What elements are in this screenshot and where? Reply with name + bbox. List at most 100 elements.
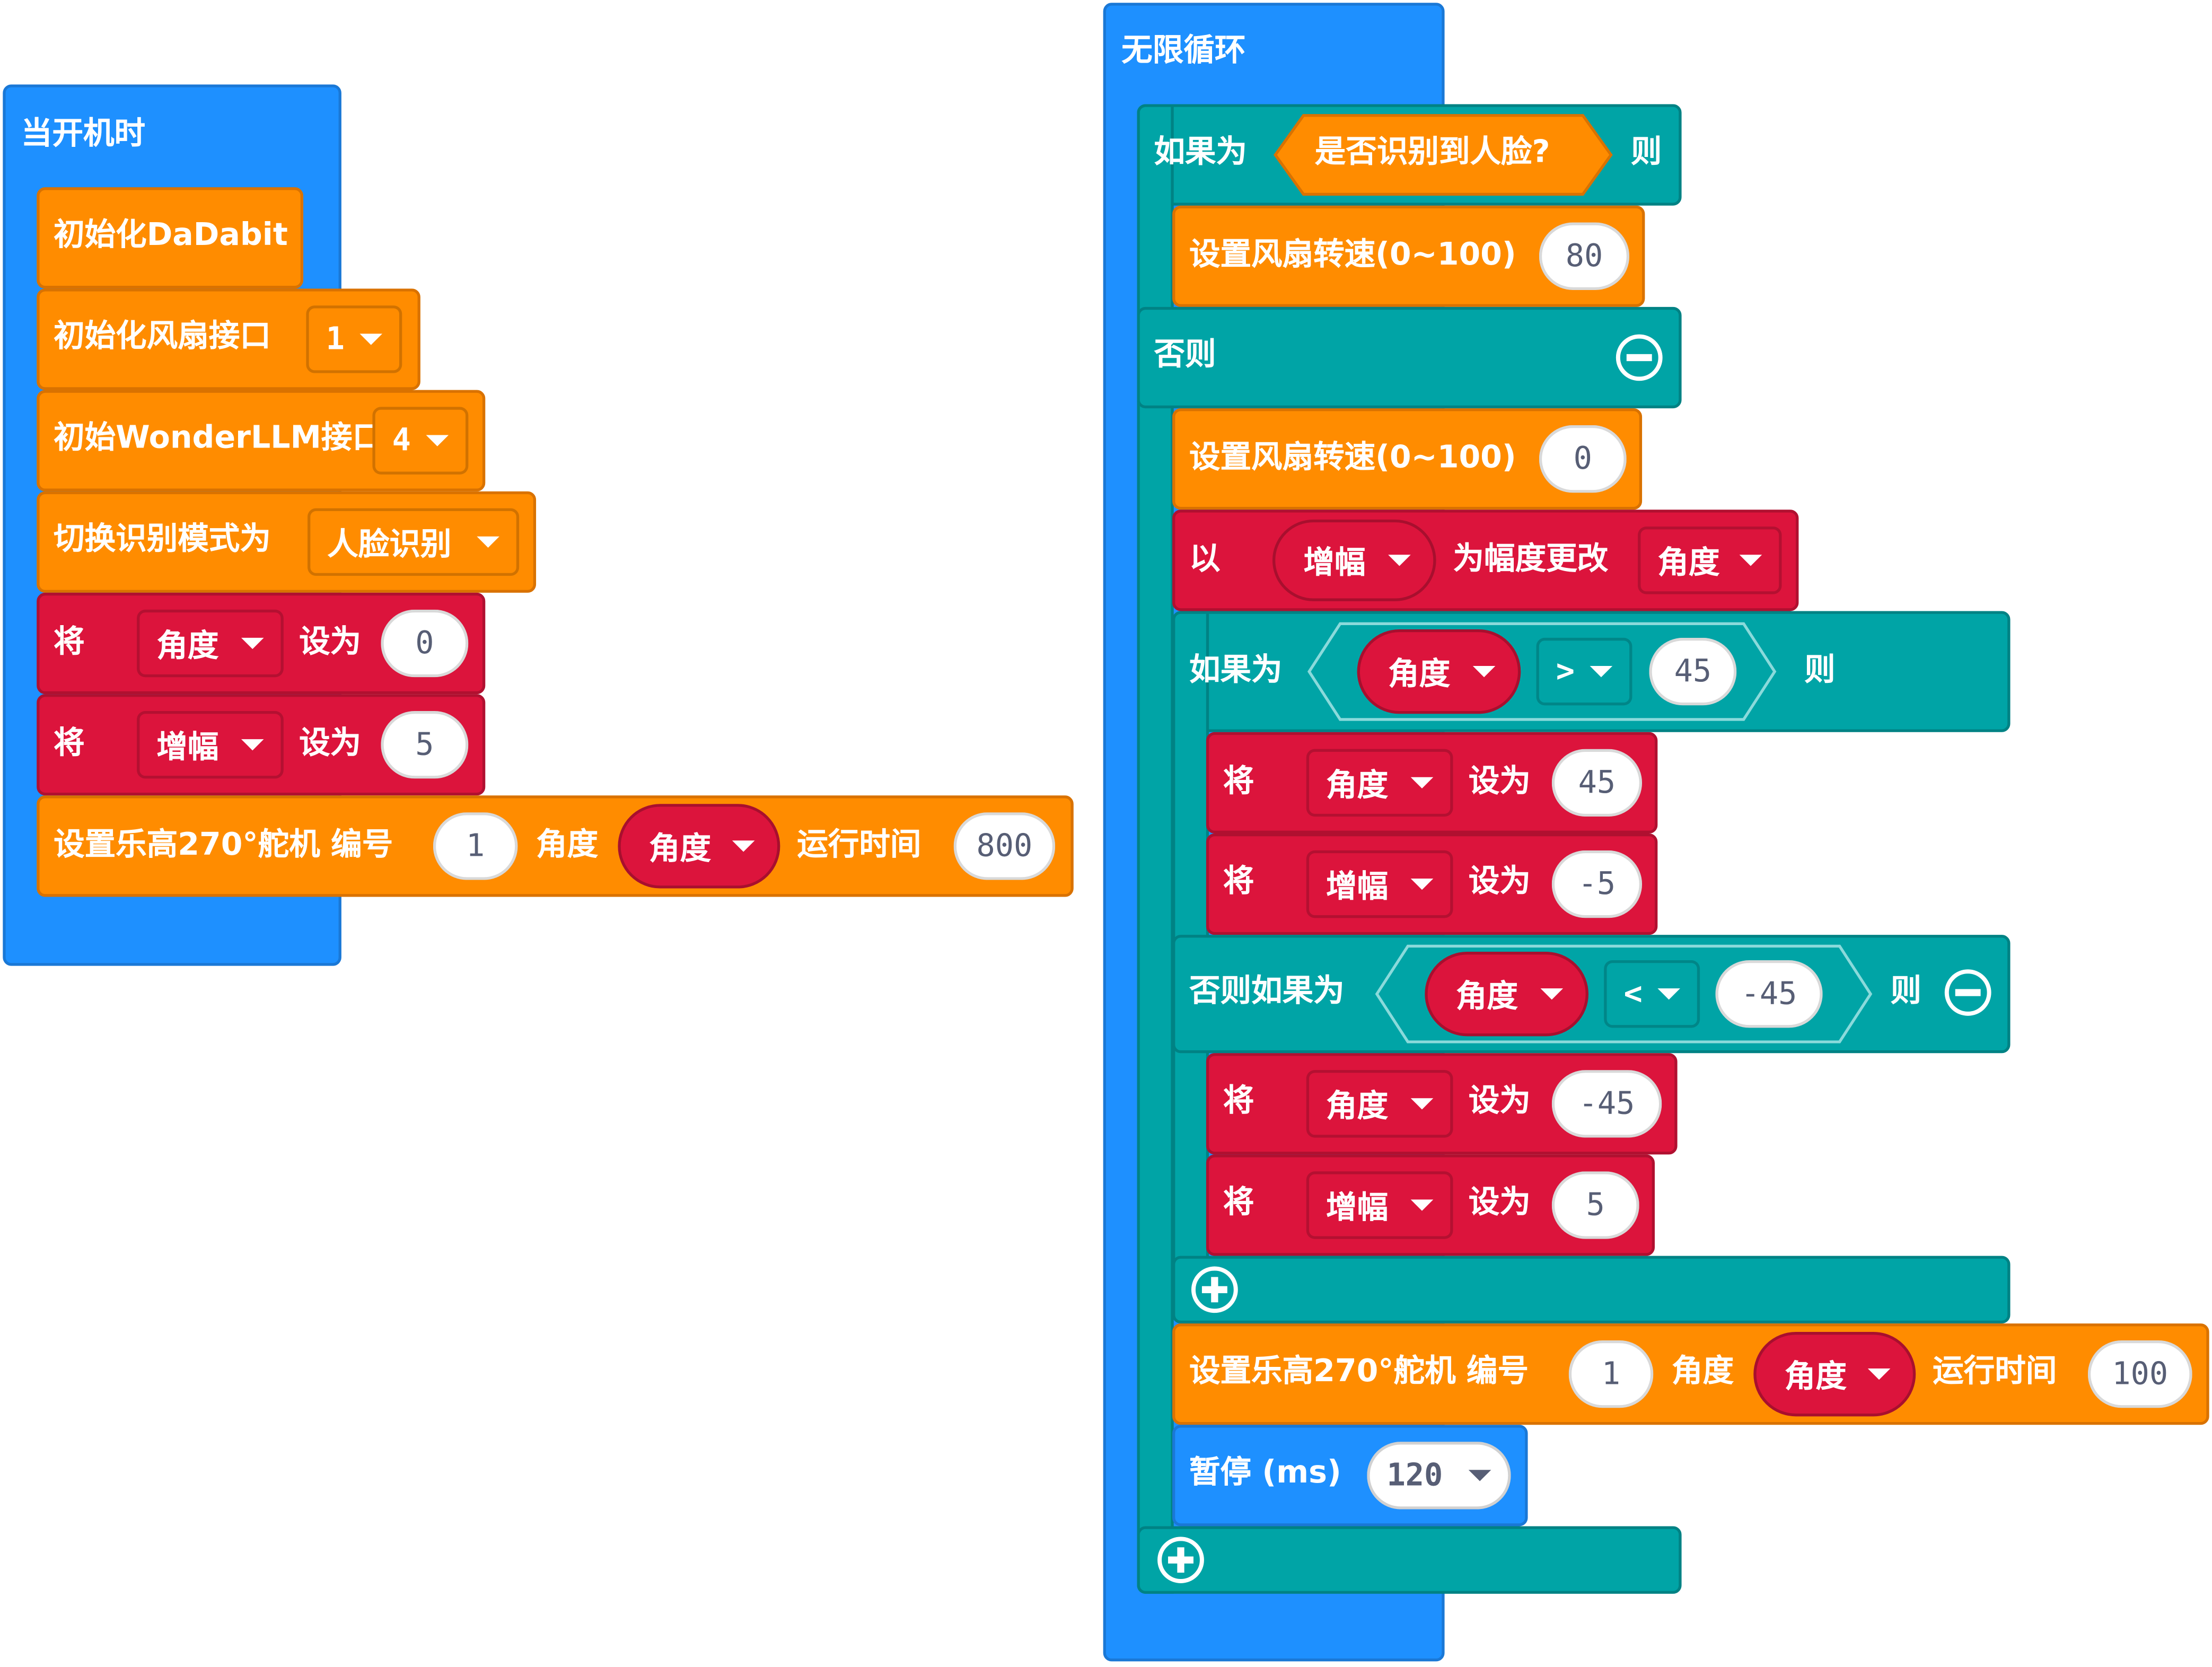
change-mid: 为幅度更改 [1453, 542, 1609, 577]
dropdown-caret-icon [1590, 666, 1613, 678]
servo-loop-id-input[interactable]: 1 [1568, 1340, 1654, 1408]
else-row [1137, 306, 1682, 409]
dropdown-caret-icon [1540, 988, 1564, 1000]
set-step-var-dropdown[interactable]: 增幅 [137, 710, 284, 779]
dropdown-caret-icon [359, 334, 383, 345]
dropdown-caret-icon [241, 739, 264, 751]
elseif-var: 角度 [1455, 980, 1518, 1015]
elseif-var-reporter[interactable]: 角度 [1425, 952, 1588, 1037]
set4-mid: 设为 [1468, 864, 1531, 900]
set-angle-value-input[interactable]: 0 [381, 609, 469, 678]
set3-value-input[interactable]: 45 [1551, 749, 1643, 817]
servo-loop-label: 设置乐高270°舵机 编号 [1189, 1354, 1529, 1390]
fan-speed-input-b[interactable]: 0 [1539, 425, 1627, 493]
elseif-label: 否则如果为 [1189, 974, 1345, 1010]
else-label: 否则 [1154, 338, 1216, 373]
servo-loop-angle-label: 角度 [1671, 1354, 1734, 1390]
pause-label: 暂停 (ms) [1189, 1455, 1341, 1491]
recognition-mode-value: 人脸识别 [327, 528, 452, 564]
servo-loop-angle-reporter[interactable]: 角度 [1753, 1332, 1916, 1417]
on-start-label: 当开机时 [21, 117, 146, 152]
set5-var-dropdown[interactable]: 角度 [1306, 1070, 1453, 1138]
servo-time-input[interactable]: 800 [953, 812, 1056, 880]
fan-speed-block-b[interactable] [1172, 408, 1643, 510]
set-angle-var: 角度 [156, 629, 219, 665]
servo-loop-time-label: 运行时间 [1933, 1354, 2057, 1390]
change-by-var-reporter[interactable]: 增幅 [1272, 519, 1436, 601]
servo-angle-var-reporter[interactable]: 角度 [618, 804, 780, 889]
inner-if-var: 角度 [1388, 657, 1451, 693]
elseif-op-dropdown[interactable]: < [1604, 960, 1700, 1028]
dropdown-caret-icon [426, 435, 449, 446]
inner-if-op-dropdown[interactable]: > [1536, 637, 1632, 706]
minus-circle-icon[interactable] [1943, 967, 1994, 1018]
dropdown-caret-icon [1472, 666, 1496, 678]
servo-block-loop[interactable] [1172, 1323, 2209, 1425]
forever-label: 无限循环 [1121, 33, 1246, 69]
set3-var-dropdown[interactable]: 角度 [1306, 749, 1453, 817]
fan-speed-label-a: 设置风扇转速(0~100) [1189, 238, 1516, 274]
set3-var: 角度 [1326, 768, 1389, 804]
set3-prefix: 将 [1223, 764, 1254, 800]
dropdown-caret-icon [732, 840, 755, 852]
servo-id-input[interactable]: 1 [433, 812, 518, 880]
set4-var: 增幅 [1326, 870, 1389, 906]
set5-value-input[interactable]: -45 [1551, 1070, 1662, 1138]
set4-var-dropdown[interactable]: 增幅 [1306, 850, 1453, 918]
set-step-value-input[interactable]: 5 [381, 710, 469, 779]
set4-value-input[interactable]: -5 [1551, 850, 1643, 918]
fan-speed-input-a[interactable]: 80 [1539, 222, 1630, 291]
if-block-footer [1137, 1526, 1682, 1594]
face-condition-hexagon[interactable] [1272, 112, 1614, 197]
recognition-mode-dropdown[interactable]: 人脸识别 [308, 508, 520, 576]
elseif-then-label: 则 [1890, 974, 1921, 1010]
fan-port-value: 1 [326, 321, 345, 357]
set4-prefix: 将 [1223, 864, 1254, 900]
dropdown-caret-icon [1657, 988, 1680, 1000]
set-step-prefix: 将 [54, 726, 85, 762]
inner-if-value-input[interactable]: 45 [1649, 637, 1737, 706]
elseif-op: < [1623, 976, 1643, 1012]
fan-port-dropdown[interactable]: 1 [306, 305, 402, 373]
set-step-mid: 设为 [299, 726, 362, 762]
set-angle-var-dropdown[interactable]: 角度 [137, 609, 284, 678]
servo-loop-time-input[interactable]: 100 [2087, 1340, 2192, 1408]
dropdown-caret-icon [1867, 1368, 1891, 1380]
wonderllm-port-dropdown[interactable]: 4 [372, 407, 469, 475]
inner-if-label: 如果为 [1189, 653, 1283, 689]
init-dadabit-label: 初始化DaDabit [54, 218, 288, 253]
set6-value-input[interactable]: 5 [1551, 1171, 1639, 1239]
dropdown-caret-icon [1410, 777, 1434, 789]
set6-var-dropdown[interactable]: 增幅 [1306, 1171, 1453, 1239]
set3-mid: 设为 [1468, 764, 1531, 800]
servo-angle-var: 角度 [648, 832, 712, 867]
pause-value-dropdown[interactable]: 120 [1367, 1442, 1511, 1510]
elseif-value-input[interactable]: -45 [1715, 960, 1823, 1028]
init-dadabit-block[interactable] [37, 187, 304, 289]
plus-circle-icon[interactable] [1189, 1265, 1240, 1315]
servo-label: 设置乐高270°舵机 编号 [54, 828, 393, 863]
plus-circle-icon[interactable] [1155, 1534, 1206, 1585]
dropdown-caret-icon [1410, 878, 1434, 890]
inner-if-footer [1172, 1256, 2011, 1324]
inner-if-var-reporter[interactable]: 角度 [1357, 629, 1521, 714]
inner-if-op: > [1556, 654, 1575, 689]
set5-mid: 设为 [1468, 1084, 1531, 1120]
servo-angle-label: 角度 [536, 828, 599, 863]
dropdown-caret-icon [1410, 1098, 1434, 1110]
change-by-var: 增幅 [1303, 546, 1366, 582]
inner-then-label: 则 [1804, 653, 1836, 689]
minus-circle-icon[interactable] [1614, 332, 1665, 383]
wonderllm-port-value: 4 [392, 423, 411, 459]
dropdown-caret-icon [1388, 555, 1411, 566]
set5-prefix: 将 [1223, 1084, 1254, 1120]
servo-loop-angle-var: 角度 [1784, 1360, 1847, 1396]
fan-speed-label-b: 设置风扇转速(0~100) [1189, 441, 1516, 476]
servo-block[interactable] [37, 795, 1074, 897]
set6-var: 增幅 [1326, 1191, 1389, 1226]
change-target-dropdown[interactable]: 角度 [1638, 527, 1782, 594]
servo-time-label: 运行时间 [797, 828, 921, 863]
then-label: 则 [1630, 135, 1662, 171]
if-label: 如果为 [1154, 135, 1248, 171]
